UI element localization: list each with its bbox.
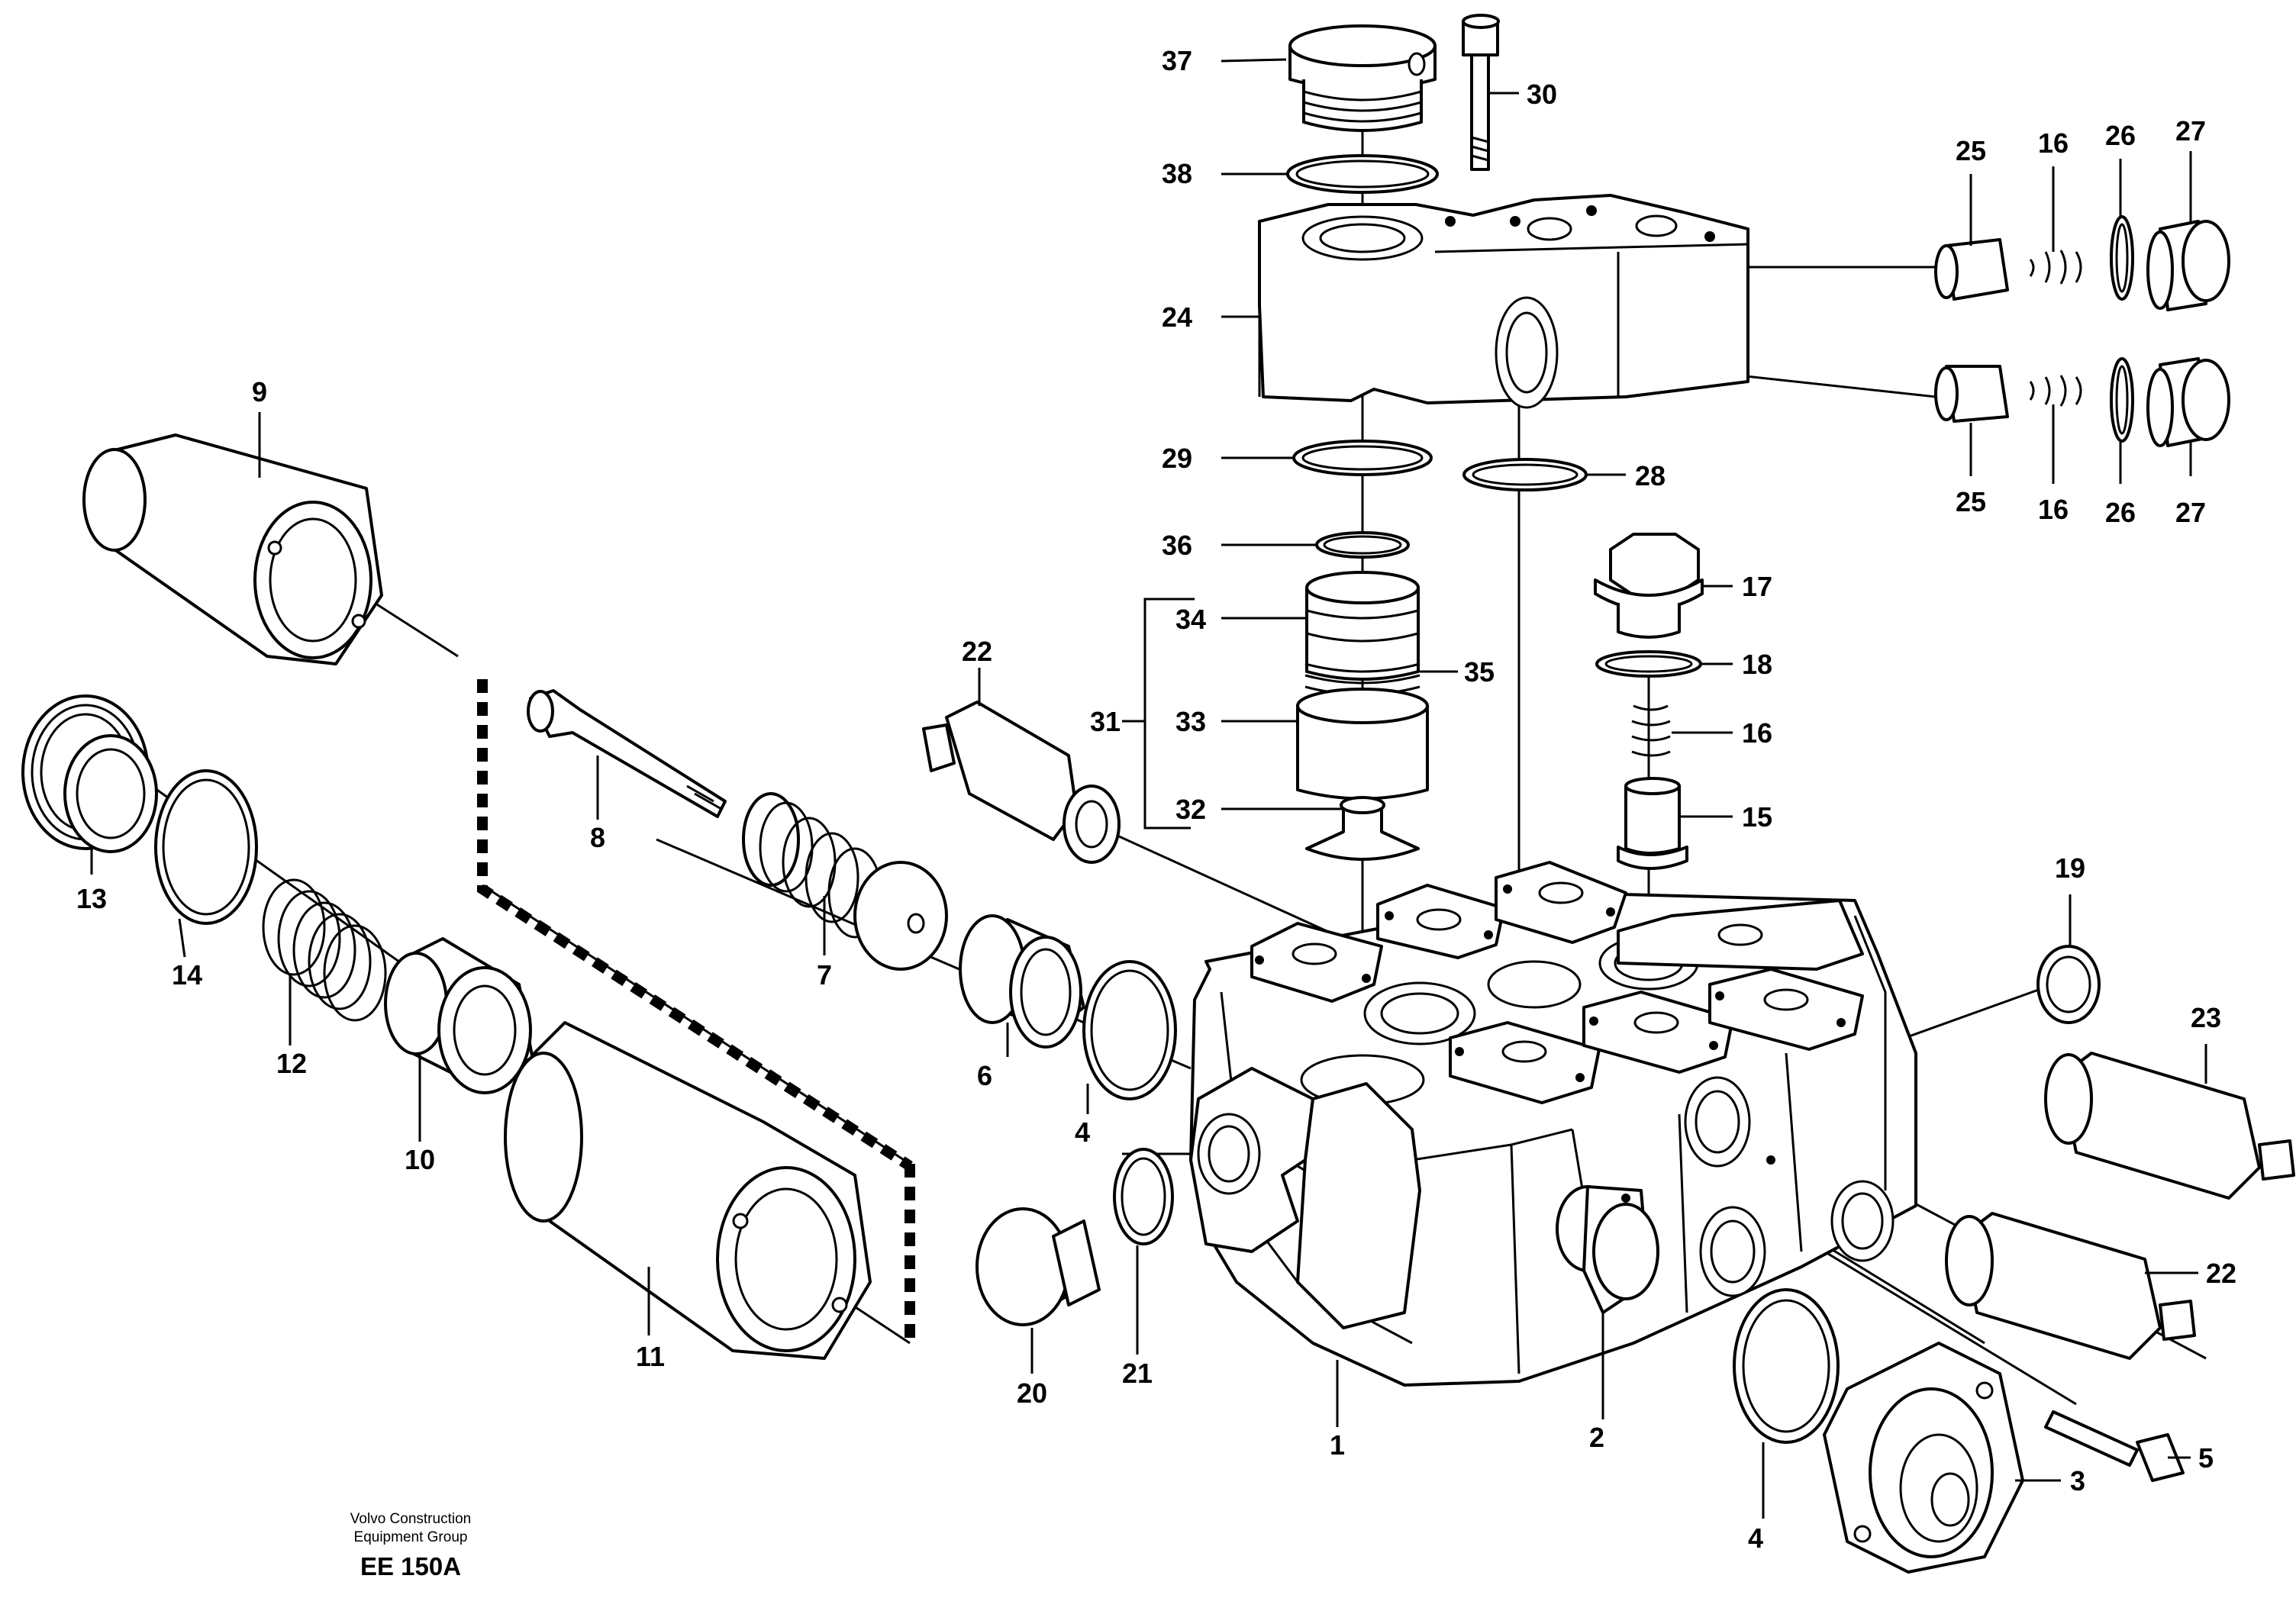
callout-14: 14	[172, 959, 202, 991]
drawing-code: EE 150A	[360, 1552, 461, 1580]
valve-body	[1189, 861, 1917, 1387]
callout-12: 12	[276, 1048, 307, 1079]
callout-32: 32	[1175, 794, 1206, 825]
callout-30: 30	[1527, 79, 1557, 110]
upper-right-parts	[1934, 215, 2230, 447]
callout-7: 7	[817, 959, 832, 991]
callout-21: 21	[1122, 1358, 1153, 1389]
callout-3: 3	[2070, 1465, 2085, 1497]
callout-24: 24	[1162, 301, 1192, 333]
callout-11: 11	[636, 1341, 665, 1372]
callout-38: 38	[1162, 158, 1192, 189]
callout-36: 36	[1162, 530, 1192, 561]
callout-6: 6	[977, 1060, 992, 1091]
callout-5: 5	[2198, 1442, 2214, 1474]
callout-2: 2	[1589, 1422, 1604, 1453]
callout-31: 31	[1090, 706, 1121, 737]
callout-26b: 26	[2105, 497, 2136, 528]
leader-lines	[90, 58, 2207, 1519]
callout-22a: 22	[962, 636, 992, 667]
callout-25b: 25	[1956, 486, 1986, 517]
callout-33: 33	[1175, 706, 1206, 737]
callout-34: 34	[1175, 604, 1206, 635]
callout-4a: 4	[1075, 1116, 1090, 1148]
callout-26a: 26	[2105, 120, 2136, 151]
callout-10: 10	[405, 1144, 435, 1175]
callout-20: 20	[1017, 1377, 1047, 1409]
left-parts	[21, 433, 1177, 1360]
callout-16c: 16	[1742, 717, 1772, 749]
callout-8: 8	[590, 822, 605, 853]
callout-17: 17	[1742, 571, 1772, 602]
callout-18: 18	[1742, 649, 1772, 680]
callout-9: 9	[252, 376, 267, 408]
lower-parts	[975, 945, 2295, 1574]
callout-4b: 4	[1748, 1522, 1763, 1554]
footer: Volvo Construction Equipment Group EE 15…	[350, 1511, 471, 1580]
callout-19: 19	[2055, 852, 2085, 884]
upper-block	[1258, 194, 1749, 409]
callout-35: 35	[1464, 656, 1495, 688]
callout-28: 28	[1635, 460, 1666, 491]
left-stack	[1286, 14, 1588, 861]
callout-37: 37	[1162, 45, 1192, 76]
callout-1: 1	[1330, 1429, 1345, 1461]
right-stack	[1594, 533, 1704, 870]
callout-13: 13	[76, 883, 107, 914]
callout-23: 23	[2191, 1002, 2221, 1033]
publisher-line-2: Equipment Group	[354, 1529, 468, 1545]
callout-27a: 27	[2175, 115, 2206, 147]
publisher-line-1: Volvo Construction	[350, 1511, 471, 1527]
callout-22b: 22	[2206, 1258, 2236, 1289]
callout-27b: 27	[2175, 497, 2206, 528]
callout-labels: 37 38 30 24 29 28 36 34 33 32 35 31 17 1…	[76, 45, 2236, 1554]
callout-16a: 16	[2038, 127, 2069, 159]
callout-25a: 25	[1956, 135, 1986, 166]
callout-29: 29	[1162, 443, 1192, 474]
callout-15: 15	[1742, 801, 1772, 833]
callout-16b: 16	[2038, 494, 2069, 525]
